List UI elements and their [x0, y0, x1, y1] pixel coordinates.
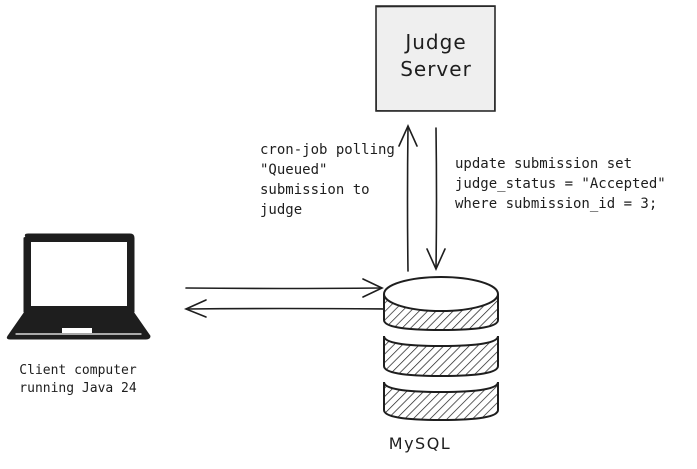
- judge-server-box: [375, 5, 496, 112]
- cron-polling-label: cron-job polling "Queued" submission to …: [260, 142, 395, 218]
- judge-server-label: Judge Server: [400, 30, 472, 81]
- database-icon: [383, 276, 499, 422]
- arrow-update: [426, 127, 446, 271]
- arrow-client-to-db: [185, 278, 384, 298]
- arrow-db-to-client: [183, 299, 385, 318]
- mysql-label: MySQL: [388, 434, 452, 453]
- laptop-icon: [6, 233, 151, 340]
- arrow-polling: [398, 124, 418, 272]
- client-computer-label: Client computer running Java 24: [19, 363, 137, 396]
- update-sql-label: update submission set judge_status = "Ac…: [455, 156, 666, 212]
